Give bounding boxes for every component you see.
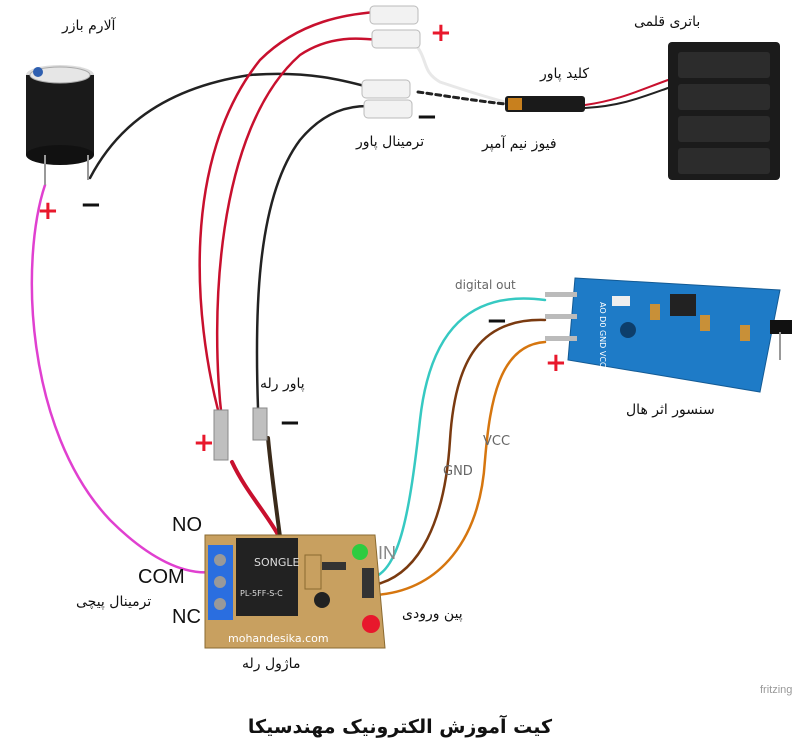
battery-pack — [668, 42, 780, 180]
buzzer — [26, 65, 94, 185]
relay-power-connectors — [213, 407, 268, 461]
power-terminal-label: ترمینال پاور — [356, 134, 425, 150]
switch-fuse — [505, 96, 585, 112]
input-pins-label: پین ورودی — [402, 606, 463, 622]
wire-sensor-cyan — [370, 297, 547, 580]
hall-sensor-board — [545, 277, 792, 393]
screw-terminal-label: ترمینال پیچی — [76, 594, 152, 610]
gnd-label: GND — [443, 464, 473, 479]
power-plus-sign: + — [430, 18, 452, 48]
in-pin-label: IN — [378, 543, 396, 563]
wire-relay-plus-2 — [215, 37, 380, 422]
relay-brand-text: SONGLE — [254, 556, 300, 569]
relay-module-board — [204, 534, 386, 649]
sensor-pins-text: AO D0 GND VCC — [598, 302, 607, 368]
board-brand-text: mohandesika.com — [228, 632, 329, 645]
digital-out-label: digital out — [455, 278, 516, 292]
wire-relay-minus — [255, 104, 370, 410]
nc-pin-label: NC — [172, 606, 201, 628]
buzzer-minus-sign: − — [80, 190, 102, 220]
relay-minus-sign: − — [279, 408, 301, 438]
vcc-label: VCC — [483, 434, 511, 449]
buzzer-label: آلارم بازر — [62, 18, 116, 34]
hall-sensor-label: سنسور اثر هال — [626, 402, 715, 418]
sensor-minus-sign: − — [486, 306, 508, 336]
wire-sensor-orange — [374, 340, 547, 597]
com-pin-label: COM — [138, 566, 185, 588]
wire-twisted-white — [410, 38, 507, 104]
wire-battery-red — [584, 79, 669, 106]
wire-twisted-black — [416, 90, 507, 106]
sensor-plus-sign: + — [545, 348, 567, 378]
relay-module-label: ماژول رله — [242, 656, 301, 672]
power-terminals — [361, 5, 421, 119]
relay-power-label: پاور رله — [260, 376, 305, 392]
wire-buzzer-gnd — [88, 72, 374, 180]
relay-model-text: PL-5FF-S-C — [240, 589, 283, 598]
buzzer-plus-sign: + — [37, 196, 59, 226]
wire-sensor-brown — [372, 318, 547, 587]
fritzing-watermark: fritzing — [760, 684, 793, 696]
footer-title: کیت آموزش الکترونیک مهندسیکا — [247, 716, 553, 738]
wire-relay-plus-1 — [198, 10, 378, 412]
wires — [30, 10, 669, 597]
power-minus-sign: − — [416, 102, 438, 132]
wire-buzzer-com — [30, 183, 214, 574]
power-switch-label: کلید پاور — [540, 66, 590, 82]
fuse-label: فیوز نیم آمپر — [482, 136, 557, 152]
relay-plus-sign: + — [193, 428, 215, 458]
battery-label: باتری قلمی — [634, 14, 701, 30]
no-pin-label: NO — [172, 514, 202, 536]
wire-battery-black — [584, 87, 669, 109]
